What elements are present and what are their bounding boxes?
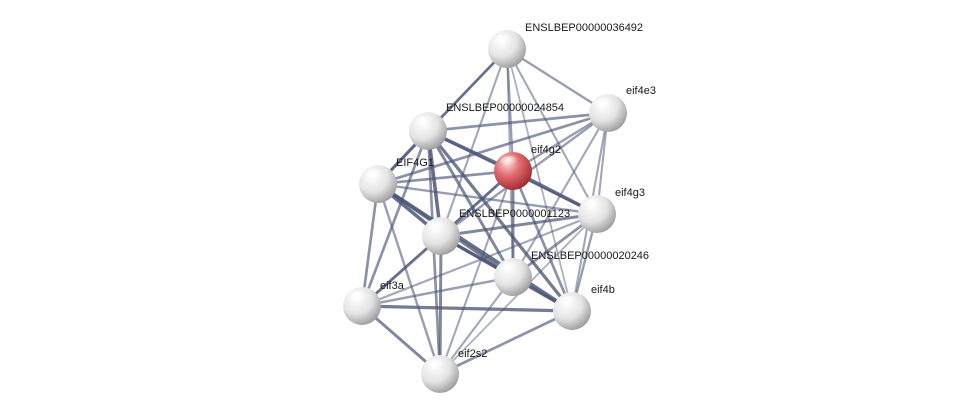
- node-highlight: [414, 116, 436, 130]
- node-highlight: [493, 34, 515, 48]
- node-EIF4G1[interactable]: [359, 165, 397, 203]
- edge-eif4b-eif2s2: [439, 309, 573, 376]
- edge-eif4g2-eif2s2: [439, 170, 514, 375]
- node-eif3a[interactable]: [343, 287, 381, 325]
- node-label-eif4e3: eif4e3: [626, 85, 656, 97]
- edge-eif3a-eif4b: [361, 304, 573, 313]
- node-label-n20246: ENSLBEP00000020246: [531, 250, 649, 262]
- node-label-eif2s2: eif2s2: [458, 348, 487, 360]
- node-highlight: [558, 296, 580, 310]
- node-eif4g2[interactable]: [494, 152, 532, 190]
- edge-n36492-eif4e3: [506, 47, 609, 115]
- edge-n20246-eif2s2: [439, 276, 514, 375]
- node-label-EIF4G1: EIF4G1: [396, 157, 434, 169]
- node-eif4b[interactable]: [553, 292, 591, 330]
- node-label-eif3a: eif3a: [380, 280, 405, 292]
- labels-layer: ENSLBEP00000036492 eif4e3ENSLBEP000000248…: [380, 22, 656, 360]
- edge-eif4g2-eif4b: [511, 170, 574, 312]
- edge-eif4g2-EIF4G1: [377, 169, 514, 186]
- node-highlight: [499, 156, 521, 170]
- node-n24854[interactable]: [409, 112, 447, 150]
- edge-n36492-n1123: [440, 48, 508, 237]
- node-highlight: [427, 221, 449, 235]
- node-label-eif4b: eif4b: [591, 284, 615, 296]
- node-highlight: [426, 359, 448, 373]
- node-label-n24854: ENSLBEP00000024854: [446, 102, 564, 114]
- node-label-n36492: ENSLBEP00000036492: [525, 22, 643, 34]
- node-eif2s2[interactable]: [421, 355, 459, 393]
- edge-eif4e3-EIF4G1: [377, 111, 609, 186]
- edge-n20246-eif3a: [361, 275, 514, 308]
- edge-EIF4G1-eif3a: [360, 183, 380, 307]
- node-n36492[interactable]: [488, 30, 526, 68]
- node-label-n1123: ENSLBEP0000001123: [459, 208, 570, 220]
- nodes-layer: [343, 30, 627, 393]
- edge-n24854-eif3a: [360, 130, 430, 307]
- node-label-eif4g2: eif4g2: [531, 144, 561, 156]
- edge-EIF4G1-eif2s2: [376, 183, 442, 375]
- edge-n24854-eif4b: [426, 129, 574, 313]
- edge-n36492-eif4g2: [505, 48, 515, 172]
- node-highlight: [594, 98, 616, 112]
- edge-eif4e3-n24854: [427, 111, 609, 133]
- node-highlight: [364, 169, 386, 183]
- edge-n1123-eif2s2: [438, 235, 443, 375]
- node-highlight: [499, 262, 521, 276]
- node-highlight: [583, 199, 605, 213]
- edge-eif4g3-eif3a: [361, 213, 598, 307]
- node-eif4g3[interactable]: [578, 195, 616, 233]
- node-n1123[interactable]: [422, 217, 460, 255]
- edge-eif4g3-n1123: [440, 212, 598, 238]
- node-label-eif4g3: eif4g3: [615, 187, 645, 199]
- edge-EIF4G1-eif4g3: [377, 182, 598, 216]
- node-highlight: [348, 291, 370, 305]
- node-n20246[interactable]: [494, 258, 532, 296]
- edge-n36492-eif4b: [506, 48, 573, 312]
- node-eif4e3[interactable]: [589, 94, 627, 132]
